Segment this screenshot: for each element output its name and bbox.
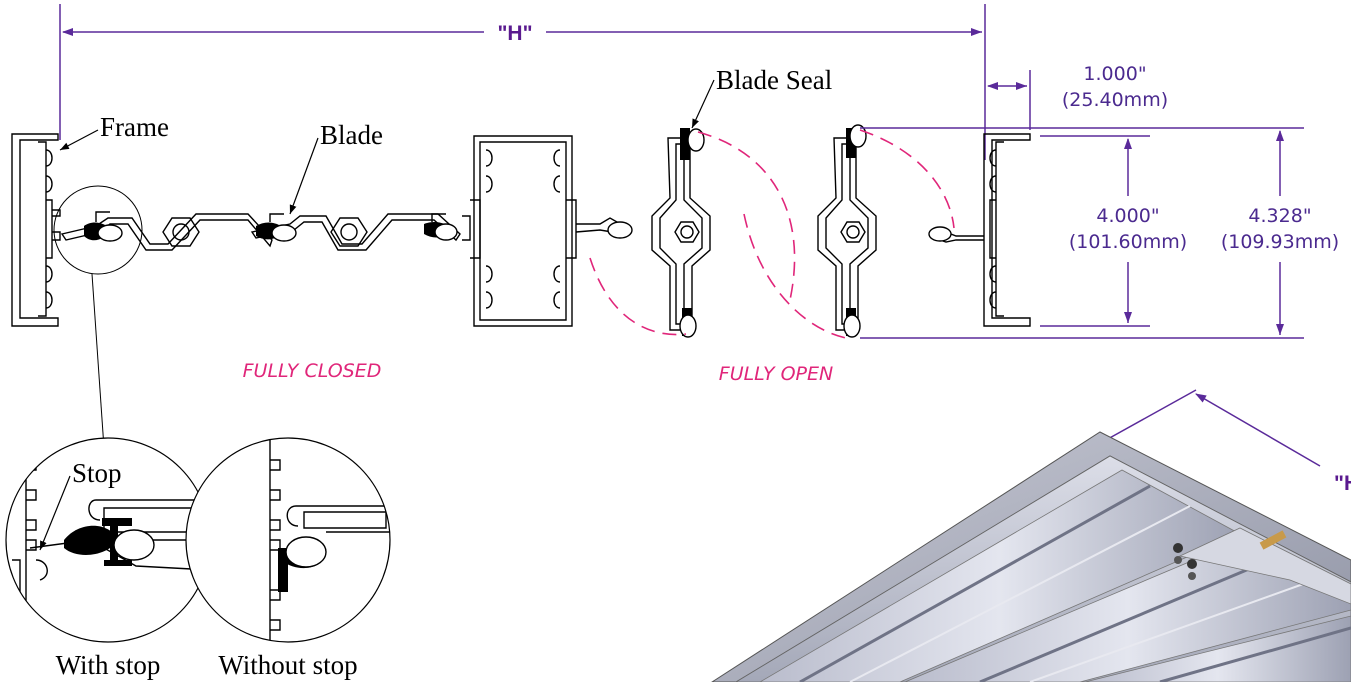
stop-callout-label: Stop [72,458,122,488]
without-stop-caption: Without stop [218,650,357,680]
blade-callout-label: Blade [320,120,383,150]
blade-seal-callout: Blade Seal [691,65,832,129]
frame-callout-label: Frame [100,112,169,142]
center-mullion [462,135,577,327]
blade-seal-callout-label: Blade Seal [716,65,832,95]
with-stop-caption: With stop [56,650,161,680]
left-frame [11,133,61,327]
detail-with-stop: Stop [5,437,211,643]
blade-callout: Blade [289,120,383,215]
blade-width-mm: (101.60mm) [1069,231,1187,253]
frame-callout: Frame [59,112,169,151]
detail-without-stop [185,437,391,643]
open-blades [575,124,984,339]
closed-blades [60,211,461,251]
iso-width-label: "H [1334,472,1351,495]
fully-closed-label: FULLY CLOSED [243,360,382,382]
frame-depth-mm: (109.93mm) [1221,231,1339,253]
flange-depth-in: 1.000" [1083,63,1146,85]
isometric-damper-view: "H [711,389,1351,682]
frame-depth-in: 4.328" [1248,205,1311,227]
overall-width-dimension: "H" [59,4,986,160]
fully-open-label: FULLY OPEN [719,363,833,385]
blade-width-dimension: 4.000" (101.60mm) [1040,135,1187,327]
detail-marker [53,185,143,449]
flange-dimension: 1.000" (25.40mm) [987,63,1168,130]
overall-width-label: "H" [497,22,532,45]
right-frame [983,133,1031,327]
frame-depth-dimension: 4.328" (109.93mm) [860,127,1339,339]
flange-depth-mm: (25.40mm) [1062,89,1168,111]
blade-width-in: 4.000" [1096,205,1159,227]
